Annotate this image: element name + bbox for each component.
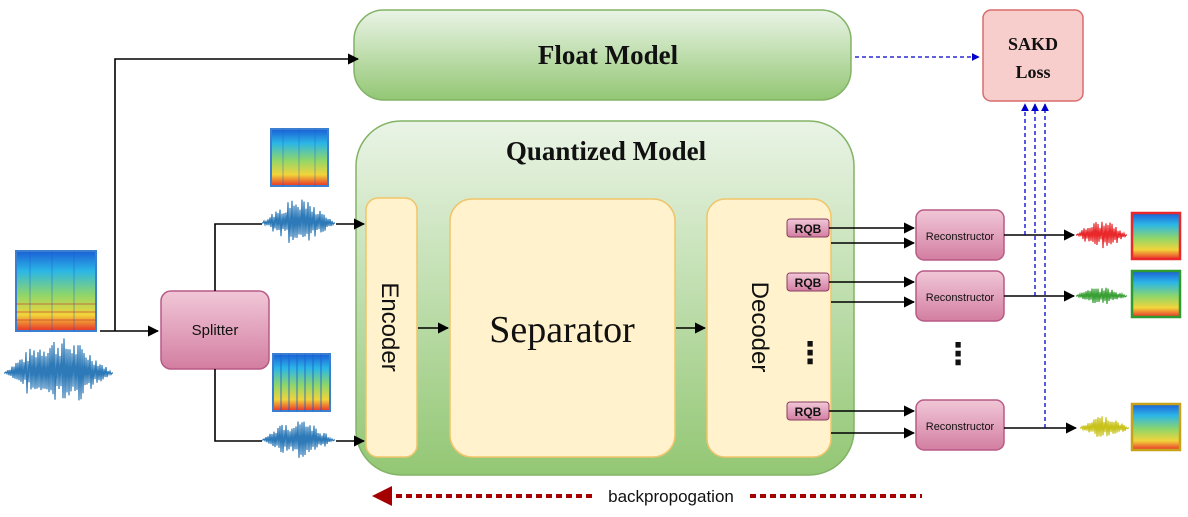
sakd-loss-label-line1: SAKD (1008, 34, 1058, 54)
output-spectrogram-green (1130, 269, 1182, 319)
float-model-block: Float Model (353, 9, 852, 101)
separator-label: Separator (489, 309, 635, 351)
decoder-block: Decoder ⋮ (706, 198, 832, 458)
sakd-loss-block: SAKD Loss (982, 9, 1084, 102)
float-model-label: Float Model (538, 40, 679, 70)
output-spectrogram-red (1130, 211, 1182, 261)
connector-splitter-upper (214, 223, 262, 291)
output-spectrogram-yellow (1130, 402, 1182, 452)
waveform-trace (1076, 287, 1127, 305)
connectors (100, 53, 1078, 447)
separator-block: Separator (449, 198, 676, 458)
quantized-model-label: Quantized Model (506, 136, 707, 166)
reconstructor-block-2: Reconstructor (915, 270, 1005, 322)
waveform-trace (262, 421, 335, 458)
sakd-loss-label-line2: Loss (1015, 62, 1050, 82)
waveform-trace (262, 199, 335, 243)
waveform-trace (1080, 416, 1129, 437)
splitter-label: Splitter (192, 322, 239, 339)
rqb-block-1: RQB (786, 218, 830, 238)
decoder-label: Decoder (746, 282, 773, 373)
upper-band-spectrogram (270, 128, 329, 187)
lower-band-spectrogram (272, 353, 331, 412)
waveform-trace (4, 338, 113, 401)
encoder-label: Encoder (376, 282, 403, 371)
rqb-label: RQB (795, 222, 822, 236)
connector-splitter-lower (214, 369, 262, 442)
waveform-trace (1076, 221, 1127, 249)
upper-band-waveform (262, 199, 335, 243)
distillation-connectors (855, 53, 1049, 428)
output-waveform-green (1076, 287, 1127, 305)
input-spectrogram (15, 250, 97, 332)
output-waveform-red (1076, 221, 1127, 249)
reconstructor-label: Reconstructor (926, 292, 995, 304)
rqb-block-2: RQB (786, 272, 830, 292)
output-waveform-yellow (1080, 416, 1129, 437)
arrow-input-to-float-model (114, 53, 360, 331)
input-waveform (4, 338, 113, 401)
rqb-block-3: RQB (786, 401, 830, 421)
backprop-label: backpropogation (608, 487, 734, 506)
reconstructor-label: Reconstructor (926, 231, 995, 243)
encoder-block: Encoder (365, 197, 418, 458)
decoder-ellipsis: ⋮ (795, 337, 825, 370)
reconstructor-block-1: Reconstructor (915, 209, 1005, 261)
reconstructor-ellipsis: ⋮ (943, 338, 973, 371)
reconstructor-block-3: Reconstructor (915, 399, 1005, 451)
rqb-label: RQB (795, 276, 822, 290)
reconstructor-label: Reconstructor (926, 421, 995, 433)
splitter-block: Splitter (160, 290, 270, 370)
backpropagation-indicator: backpropogation (372, 486, 922, 506)
rqb-label: RQB (795, 405, 822, 419)
lower-band-waveform (262, 421, 335, 458)
